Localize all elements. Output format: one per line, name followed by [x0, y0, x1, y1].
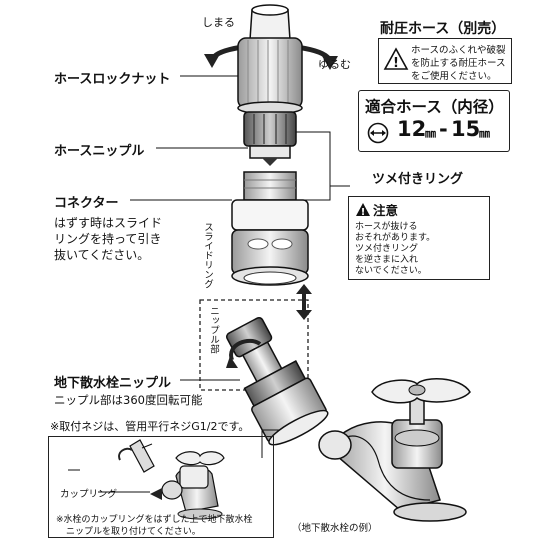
hose-fit-max: 15 — [451, 117, 481, 141]
thread-note: ※取付ネジは、管用平行ネジG1/2です。 — [50, 420, 250, 433]
caution-line-1: ホースが抜ける — [355, 222, 418, 232]
inset-illustration — [68, 439, 225, 520]
hose-lock-nut-label: ホースロックナット — [54, 72, 171, 87]
warning-line-1: ホースのふくれや破裂 — [411, 45, 506, 56]
svg-text:!: ! — [393, 56, 399, 71]
caution-box: ! 注意 ホースが抜ける おそれがあります。 ツメ付きリング を逆さまに入れ な… — [348, 196, 490, 280]
coupling-label: カップリング — [60, 489, 118, 500]
slide-ring-label: スライドリング — [202, 222, 213, 289]
inset-note-line-2: ニップルを取り付けてください。 — [66, 527, 201, 537]
hose-fit-sep: - — [439, 117, 448, 141]
underground-nipple-shape — [226, 316, 329, 446]
underground-nipple-label: 地下散水栓ニップル — [54, 376, 172, 391]
hose-nipple-shape — [249, 145, 291, 166]
caution-line-2: おそれがあります。 — [355, 233, 436, 243]
example-label: （地下散水栓の例） — [292, 523, 378, 534]
claw-ring-shape — [243, 111, 297, 147]
warning-box: ! ホースのふくれや破裂 を防止する耐圧ホース をご使用ください。 — [378, 38, 512, 84]
diameter-icon — [367, 122, 389, 144]
hose-fit-box: 適合ホース（内径） 12 ㎜ - 15 ㎜ — [358, 90, 510, 152]
svg-text:!: ! — [361, 207, 366, 217]
connector-label: コネクター — [54, 196, 119, 211]
tighten-label: しまる — [202, 16, 235, 29]
connector-shape — [231, 171, 309, 286]
connector-note-line-2: リングを持って引き — [54, 232, 162, 246]
hose-top — [249, 4, 291, 41]
connector-note-line-1: はずす時はスライド — [54, 216, 163, 230]
faucet-shape — [318, 378, 471, 522]
hose-fit-min: 12 — [397, 117, 427, 141]
hose-lock-nut-shape — [237, 37, 303, 115]
caution-line-3: ツメ付きリング — [355, 244, 419, 254]
warning-line-3: をご使用ください。 — [411, 71, 497, 82]
hose-nipple-label: ホースニップル — [54, 144, 145, 159]
caution-line-5: ないでください。 — [355, 266, 427, 276]
inset-note-line-1: ※水栓のカップリングをはずした上で地下散水栓 — [56, 515, 253, 525]
slide-arrow — [296, 284, 312, 320]
warning-icon: ! — [383, 47, 409, 71]
inset-box — [48, 436, 274, 538]
nipple-part-label: ニップル部 — [208, 306, 219, 354]
caution-icon: ! — [356, 203, 370, 217]
claw-ring-label: ツメ付きリング — [372, 172, 464, 187]
loosen-label: ゆるむ — [318, 58, 351, 71]
caution-line-4: を逆さまに入れ — [355, 255, 419, 265]
hose-fit-unit-max: ㎜ — [479, 127, 490, 140]
hose-fit-unit-min: ㎜ — [425, 127, 436, 140]
connector-note-line-3: 抜いてください。 — [54, 248, 150, 262]
caution-title: 注意 — [373, 203, 399, 218]
pressure-hose-label: 耐圧ホース（別売） — [380, 21, 506, 37]
hose-fit-title: 適合ホース（内径） — [365, 98, 504, 116]
rotation-note: ニップル部は360度回転可能 — [54, 393, 203, 407]
warning-line-2: を防止する耐圧ホース — [411, 58, 506, 69]
